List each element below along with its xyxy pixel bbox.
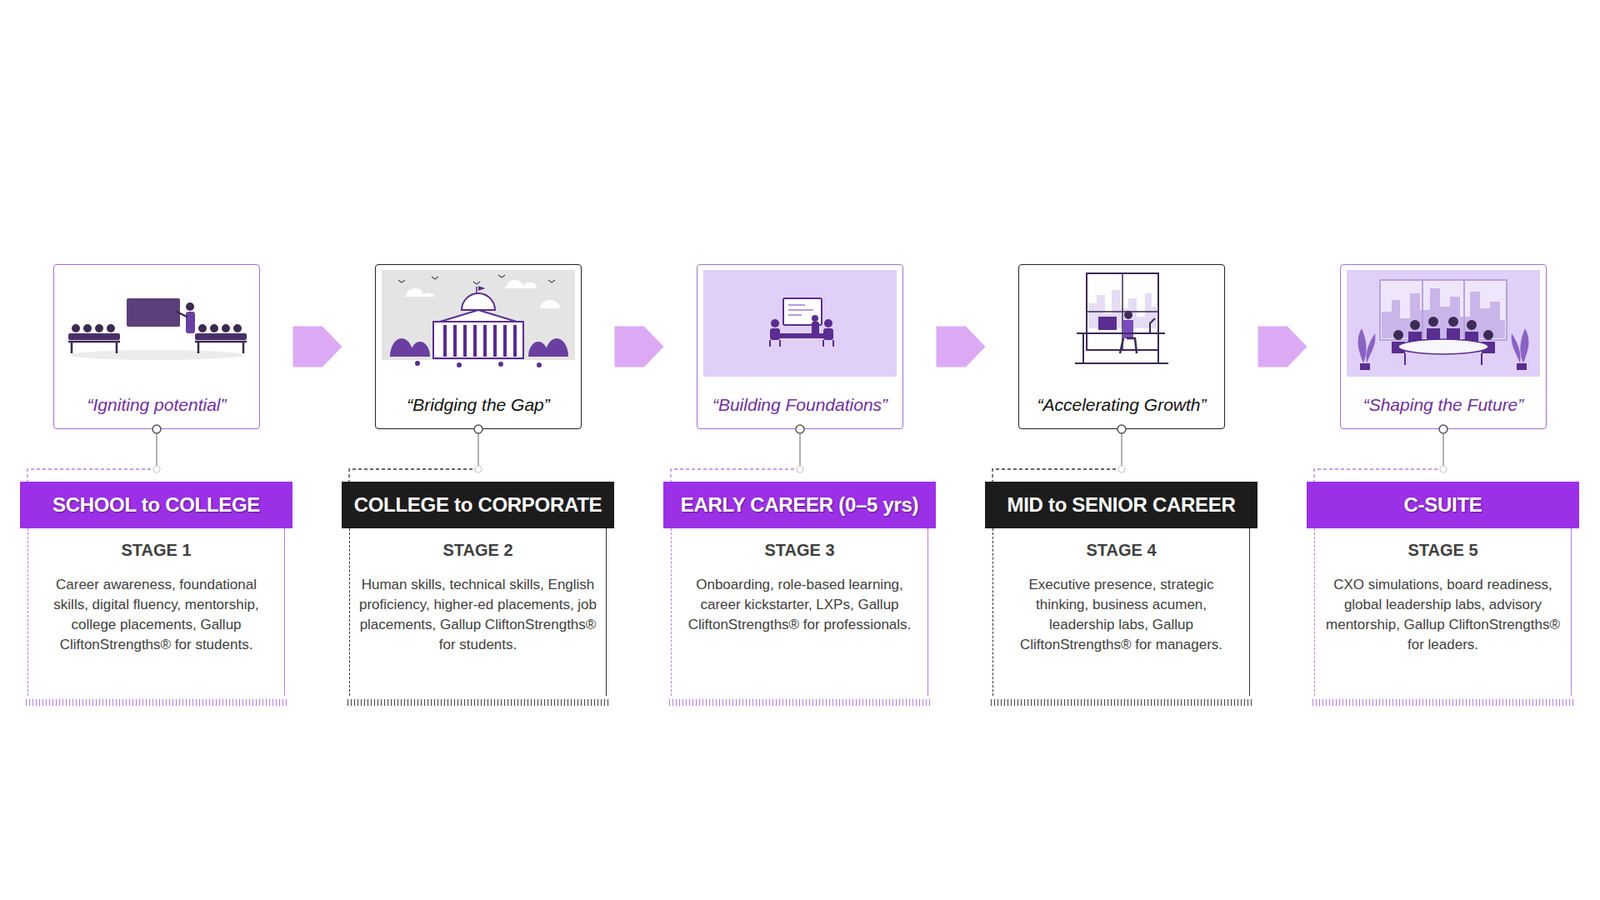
stage-number: STAGE 1 [36,540,276,560]
hatch-strip [669,699,930,706]
stage-quote: “Shaping the Future” [1363,394,1525,415]
leader-line [1120,429,1123,470]
dashed-leader [349,469,479,482]
flow-chevron [936,326,986,368]
stage-connector [992,425,1126,482]
stage-connector [27,425,161,482]
dashed-leader [992,469,1122,482]
flow-chevron [293,326,343,368]
stage-description: Career awareness, foundational skills, d… [36,575,276,655]
stage-number: STAGE 5 [1323,540,1563,560]
stage-band: SCHOOL to COLLEGE [20,481,293,529]
flow-chevron [936,326,986,368]
stage-quote: “Accelerating Growth” [1036,394,1206,415]
stage-description: CXO simulations, board readiness, global… [1323,575,1563,655]
dashed-leader [670,469,800,482]
flow-chevron [615,326,665,368]
hatch-strip [347,699,609,706]
stage-card: “Accelerating Growth” [1018,264,1225,430]
stage-quote: “Bridging the Gap” [406,394,550,415]
stage-description: Human skills, technical skills, English … [358,575,598,655]
anchor-dot [475,465,482,473]
stage-connector [670,425,805,482]
stage-band: EARLY CAREER (0–5 yrs) [663,481,936,529]
hatch-strip [25,699,287,706]
stage-card: “Building Foundations” [696,264,904,430]
flow-chevron [615,326,665,368]
stage-card: “Shaping the Future” [1340,264,1547,430]
anchor-dot [153,465,160,473]
leader-line [477,429,480,470]
stage-card: “Bridging the Gap” [375,264,582,430]
stage-title: SCHOOL to COLLEGE [52,493,260,517]
anchor-dot [1440,465,1447,473]
flow-chevron [1258,326,1308,368]
stage-title: EARLY CAREER (0–5 yrs) [680,493,920,517]
stage-band: C-SUITE [1306,481,1580,529]
stage-number: STAGE 2 [358,540,598,560]
anchor-dot [796,465,804,473]
stage-number: STAGE 3 [680,540,920,560]
stage-band: COLLEGE to CORPORATE [341,481,615,529]
hatch-strip [1312,699,1574,706]
flow-chevron [1258,326,1308,368]
flow-chevron [293,326,343,368]
stage-quote: “Building Foundations” [712,394,888,415]
stage-card: “Igniting potential” [53,264,260,430]
stage-detail: STAGE 5 CXO simulations, board readiness,… [1314,528,1572,696]
hatch-strip [990,699,1252,706]
stage-connector [1314,425,1448,482]
stage-description: Onboarding, role-based learning, career … [680,575,920,635]
dashed-leader [27,469,157,482]
stage-detail: STAGE 4 Executive presence, strategic thi… [992,528,1250,696]
stage-detail: STAGE 2 Human skills, technical skills, E… [349,528,607,696]
stage-connector [349,425,483,482]
dashed-leader [1314,469,1444,482]
leader-line [1442,429,1445,470]
stage-band: MID to SENIOR CAREER [985,481,1258,529]
leader-line [155,429,158,470]
stage-title: COLLEGE to CORPORATE [354,493,603,517]
anchor-dot [1118,465,1125,473]
stage-quote: “Igniting potential” [87,394,227,415]
stage-number: STAGE 4 [1001,540,1241,560]
stage-detail: STAGE 1 Career awareness, foundational sk… [27,528,285,696]
stage-detail: STAGE 3 Onboarding, role-based learning, … [670,528,929,696]
stage-description: Executive presence, strategic thinking, … [1001,575,1241,655]
stage-title: MID to SENIOR CAREER [1006,493,1235,517]
stage-title: C-SUITE [1404,493,1483,517]
leader-line [799,429,801,470]
